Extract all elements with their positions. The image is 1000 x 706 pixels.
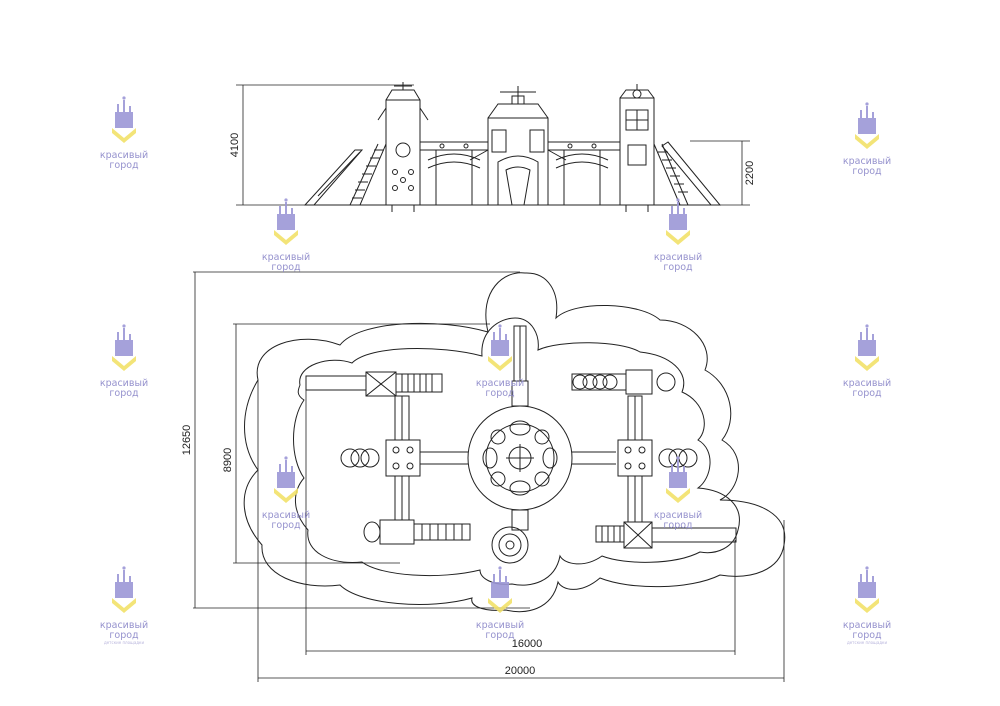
svg-text:детские площадки: детские площадки (847, 640, 888, 645)
dimension-elevation-platform: 2200 (690, 140, 756, 206)
watermark-12: красивый город детские площадки (843, 565, 891, 645)
svg-text:город: город (485, 388, 515, 399)
svg-text:город: город (109, 388, 139, 399)
svg-text:красивый: красивый (100, 620, 148, 631)
elevation-view: 4100 2200 (229, 82, 756, 212)
watermark-1: красивый город (100, 95, 148, 171)
right-bridge (548, 141, 620, 205)
watermark-7: красивый город (843, 323, 891, 399)
svg-text:красивый: красивый (476, 620, 524, 631)
dimension-label-20000: 20000 (505, 665, 536, 677)
left-bridge (420, 141, 488, 205)
svg-text:город: город (109, 630, 139, 641)
dimension-label-8900: 8900 (222, 448, 234, 472)
svg-text:город: город (852, 630, 882, 641)
svg-text:красивый: красивый (476, 378, 524, 389)
right-tower (619, 84, 655, 212)
svg-text:город: город (663, 520, 693, 531)
watermark-2: красивый город (843, 101, 891, 177)
dimension-label-2200: 2200 (744, 161, 756, 185)
dimension-label-12650: 12650 (181, 425, 193, 456)
outer-safety-zone (243, 272, 786, 613)
central-hub (467, 405, 573, 511)
inner-safety-zone (293, 317, 740, 586)
svg-text:красивый: красивый (262, 252, 310, 263)
watermark-3: красивый город (262, 197, 310, 273)
svg-text:город: город (271, 520, 301, 531)
right-slide (661, 141, 722, 206)
right-stairs (653, 143, 689, 206)
svg-text:город: город (109, 160, 139, 171)
watermark-10: красивый город детские площадки (100, 565, 148, 645)
svg-text:красивый: красивый (843, 620, 891, 631)
left-stairs (349, 143, 387, 206)
watermark-5: красивый город (100, 323, 148, 399)
watermark-9: красивый город (654, 455, 702, 531)
dimension-plan-inner-depth: 8900 (222, 323, 490, 564)
dimension-plan-outer-depth: 12650 (181, 271, 530, 609)
west-module (305, 371, 471, 545)
svg-text:город: город (663, 262, 693, 273)
dimension-label-4100: 4100 (229, 133, 241, 157)
svg-text:детские площадки: детские площадки (104, 640, 145, 645)
svg-text:красивый: красивый (262, 510, 310, 521)
south-arm (491, 509, 529, 564)
left-tower (377, 82, 429, 212)
watermark-4: красивый город (654, 197, 702, 273)
left-slide (303, 149, 364, 206)
svg-text:город: город (271, 262, 301, 273)
svg-text:город: город (485, 630, 515, 641)
dimension-label-16000: 16000 (512, 638, 543, 650)
center-tower (469, 86, 567, 206)
watermark-11: красивый город (476, 565, 524, 641)
east-west-bridge (420, 451, 616, 465)
dimension-elevation-height: 4100 (229, 84, 414, 206)
svg-text:красивый: красивый (654, 510, 702, 521)
svg-text:красивый: красивый (654, 252, 702, 263)
svg-text:красивый: красивый (100, 378, 148, 389)
east-module (571, 369, 737, 549)
watermark-6: красивый город (476, 323, 524, 399)
svg-text:красивый: красивый (843, 156, 891, 167)
svg-text:город: город (852, 166, 882, 177)
dimension-plan-inner-width: 16000 (305, 380, 736, 655)
svg-text:красивый: красивый (843, 378, 891, 389)
plan-view: 12650 8900 16000 20000 (181, 271, 786, 682)
north-arm (511, 325, 529, 407)
svg-text:красивый: красивый (100, 150, 148, 161)
svg-text:город: город (852, 388, 882, 399)
watermark-8: красивый город (262, 455, 310, 531)
